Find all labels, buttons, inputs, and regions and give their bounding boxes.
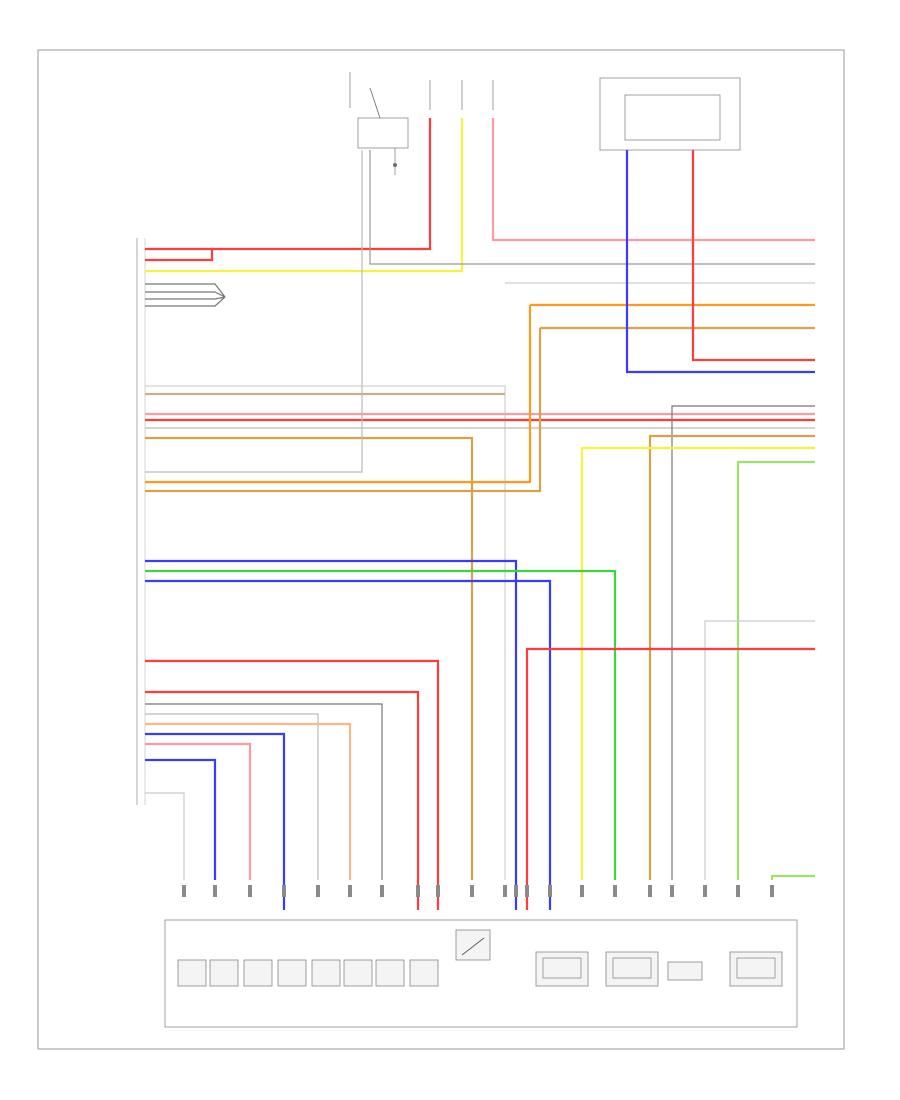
wire-yellow-sensor [580, 446, 815, 880]
relay-top-right [599, 77, 741, 151]
speed-sensor-2 [605, 951, 659, 987]
ignition-switch [393, 148, 397, 175]
speed-sensor-1 [535, 951, 589, 987]
wire-blue-solenoid-1 [145, 732, 286, 910]
wire-red-terminal-11 [525, 647, 815, 910]
transmission-box [164, 919, 798, 1028]
wire-gray-ign [145, 150, 363, 473]
wire-pink-terminal-1 [491, 118, 815, 242]
wire-tan-solenoid [145, 436, 474, 880]
wire-blue-relay [625, 150, 815, 374]
wire-peach-solenoid [145, 722, 352, 880]
wire-ltgray-oil-temp [145, 385, 506, 880]
wire-tan-return [145, 328, 542, 493]
wire-red-battery-2 [145, 249, 214, 262]
speed-sensor-3 [729, 951, 783, 987]
wire-gray-terminal-2 [369, 150, 815, 265]
oil-temp-switch [455, 929, 491, 961]
wire-orange-return [145, 305, 532, 484]
solenoids [177, 959, 439, 987]
wire-red-battery-1 [145, 118, 432, 251]
diagram-frame [37, 49, 845, 1050]
wire-black-solenoid [145, 703, 383, 880]
wire-ground-bundle [145, 283, 226, 307]
wire-black-sensor [671, 405, 815, 880]
wire-blue-speed-1 [145, 559, 518, 910]
wire-gray-solenoid [145, 713, 319, 880]
diode [667, 961, 703, 981]
wire-gray-solenoid-2 [145, 792, 185, 880]
fuse-top-left [349, 72, 409, 149]
wire-blue-speed-3 [145, 579, 552, 910]
bottom-connectors [182, 885, 774, 897]
fuse-top-mid [429, 80, 494, 110]
wire-blue-solenoid-2 [145, 758, 217, 880]
wire-red-solenoid-1 [145, 659, 440, 910]
wire-gray-terminal-10 [704, 620, 815, 880]
wire-ltgreen-terminal-12 [770, 874, 815, 880]
wire-red-solenoid-2 [145, 690, 420, 910]
ecu-connector [136, 238, 146, 805]
wire-red-relay [691, 150, 815, 362]
wire-ltgreen-sensor [736, 460, 815, 880]
wire-pink-solenoid [145, 742, 252, 880]
wire-green-speed-2 [145, 569, 617, 880]
wire-tan-sensor [648, 434, 815, 880]
wire-yellow-ignition [145, 118, 464, 273]
